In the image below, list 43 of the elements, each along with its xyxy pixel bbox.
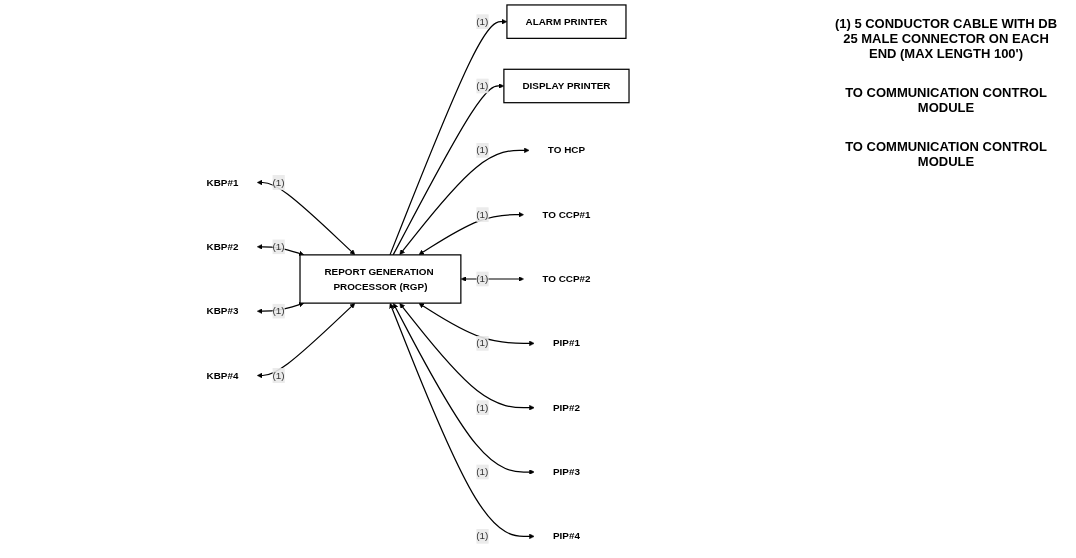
node-box: ALARM PRINTER — [505, 4, 627, 39]
edge-label: (1) — [475, 144, 488, 156]
edge-label: (1) — [475, 337, 488, 349]
node-text: PIP#1 — [552, 337, 580, 349]
node-text: PIP#3 — [552, 466, 580, 477]
arrow — [398, 303, 535, 411]
node-box: DISPLAY PRINTER — [502, 68, 630, 104]
edge-label: (1) — [475, 16, 488, 27]
arrow — [256, 302, 304, 314]
node-text: TO CCP#2 — [541, 273, 591, 284]
edge-label: (1) — [475, 273, 488, 284]
edge-label: (1) — [475, 466, 488, 477]
arrow — [392, 303, 535, 475]
edge-label: (1) — [475, 80, 488, 91]
arrow — [460, 276, 524, 282]
arrow — [388, 18, 507, 256]
node-text: PIP#4 — [552, 530, 580, 542]
edge-label: (1) — [271, 369, 285, 381]
node-text: TO HCP — [547, 144, 585, 156]
arrow — [418, 211, 524, 255]
arrow — [256, 244, 304, 256]
edge-label: (1) — [271, 176, 285, 188]
edge-label: (1) — [475, 402, 488, 413]
arrow — [256, 179, 355, 256]
edge-label: (1) — [271, 305, 285, 317]
arrow — [256, 302, 355, 379]
edge-label: (1) — [271, 241, 285, 252]
node-text: KBP#3 — [206, 305, 238, 317]
node-box: REPORT GENERATION PROCESSOR (RGP) — [298, 254, 461, 304]
edge-label: (1) — [475, 530, 488, 542]
note-text: TO COMMUNICATION CONTROL MODULE — [844, 85, 1048, 115]
node-text: KBP#1 — [206, 176, 238, 188]
node-text: KBP#4 — [206, 369, 238, 381]
arrow — [392, 83, 504, 256]
arrow — [418, 303, 535, 347]
note-text: TO COMMUNICATION CONTROL MODULE — [844, 139, 1048, 169]
arrow — [388, 303, 535, 540]
edge-label: (1) — [475, 209, 488, 220]
arrow — [398, 147, 530, 255]
node-text: KBP#2 — [206, 241, 238, 252]
footnote-text: (1) 5 CONDUCTOR CABLE WITH DB 25 MALE CONNECTOR ON EACH END (MAX LENGTH 100') — [833, 16, 1059, 61]
node-text: PIP#2 — [552, 402, 580, 413]
node-text: TO CCP#1 — [541, 209, 591, 220]
